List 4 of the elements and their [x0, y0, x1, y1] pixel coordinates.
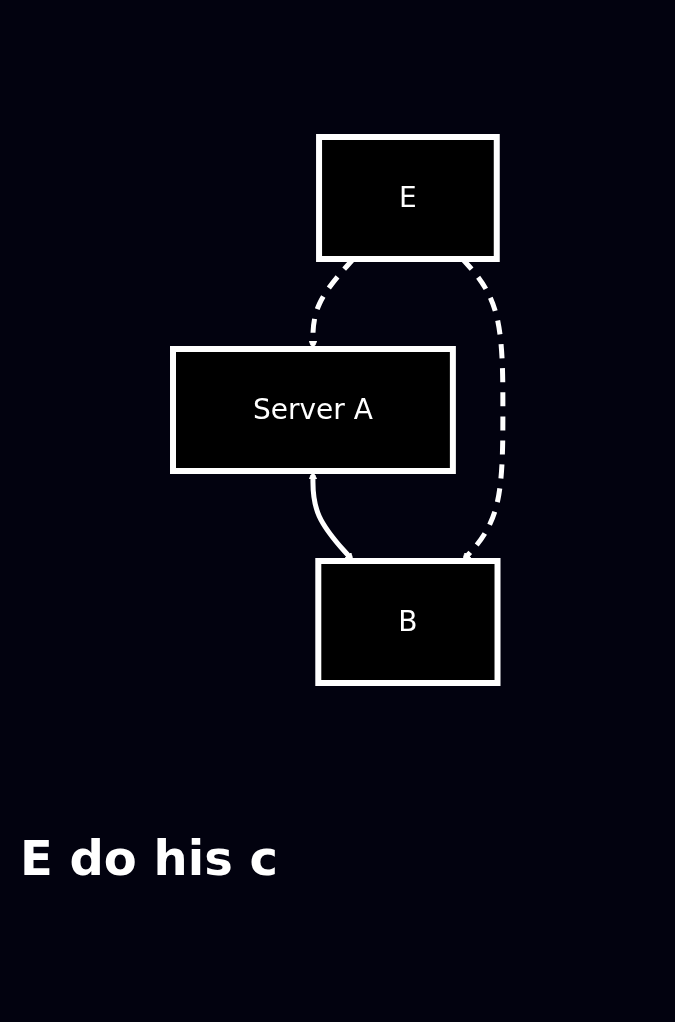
node-box: E — [315, 134, 500, 262]
node-box: Server A — [169, 346, 456, 474]
note-text: E do his c — [20, 830, 278, 886]
node-box: B — [314, 558, 501, 686]
